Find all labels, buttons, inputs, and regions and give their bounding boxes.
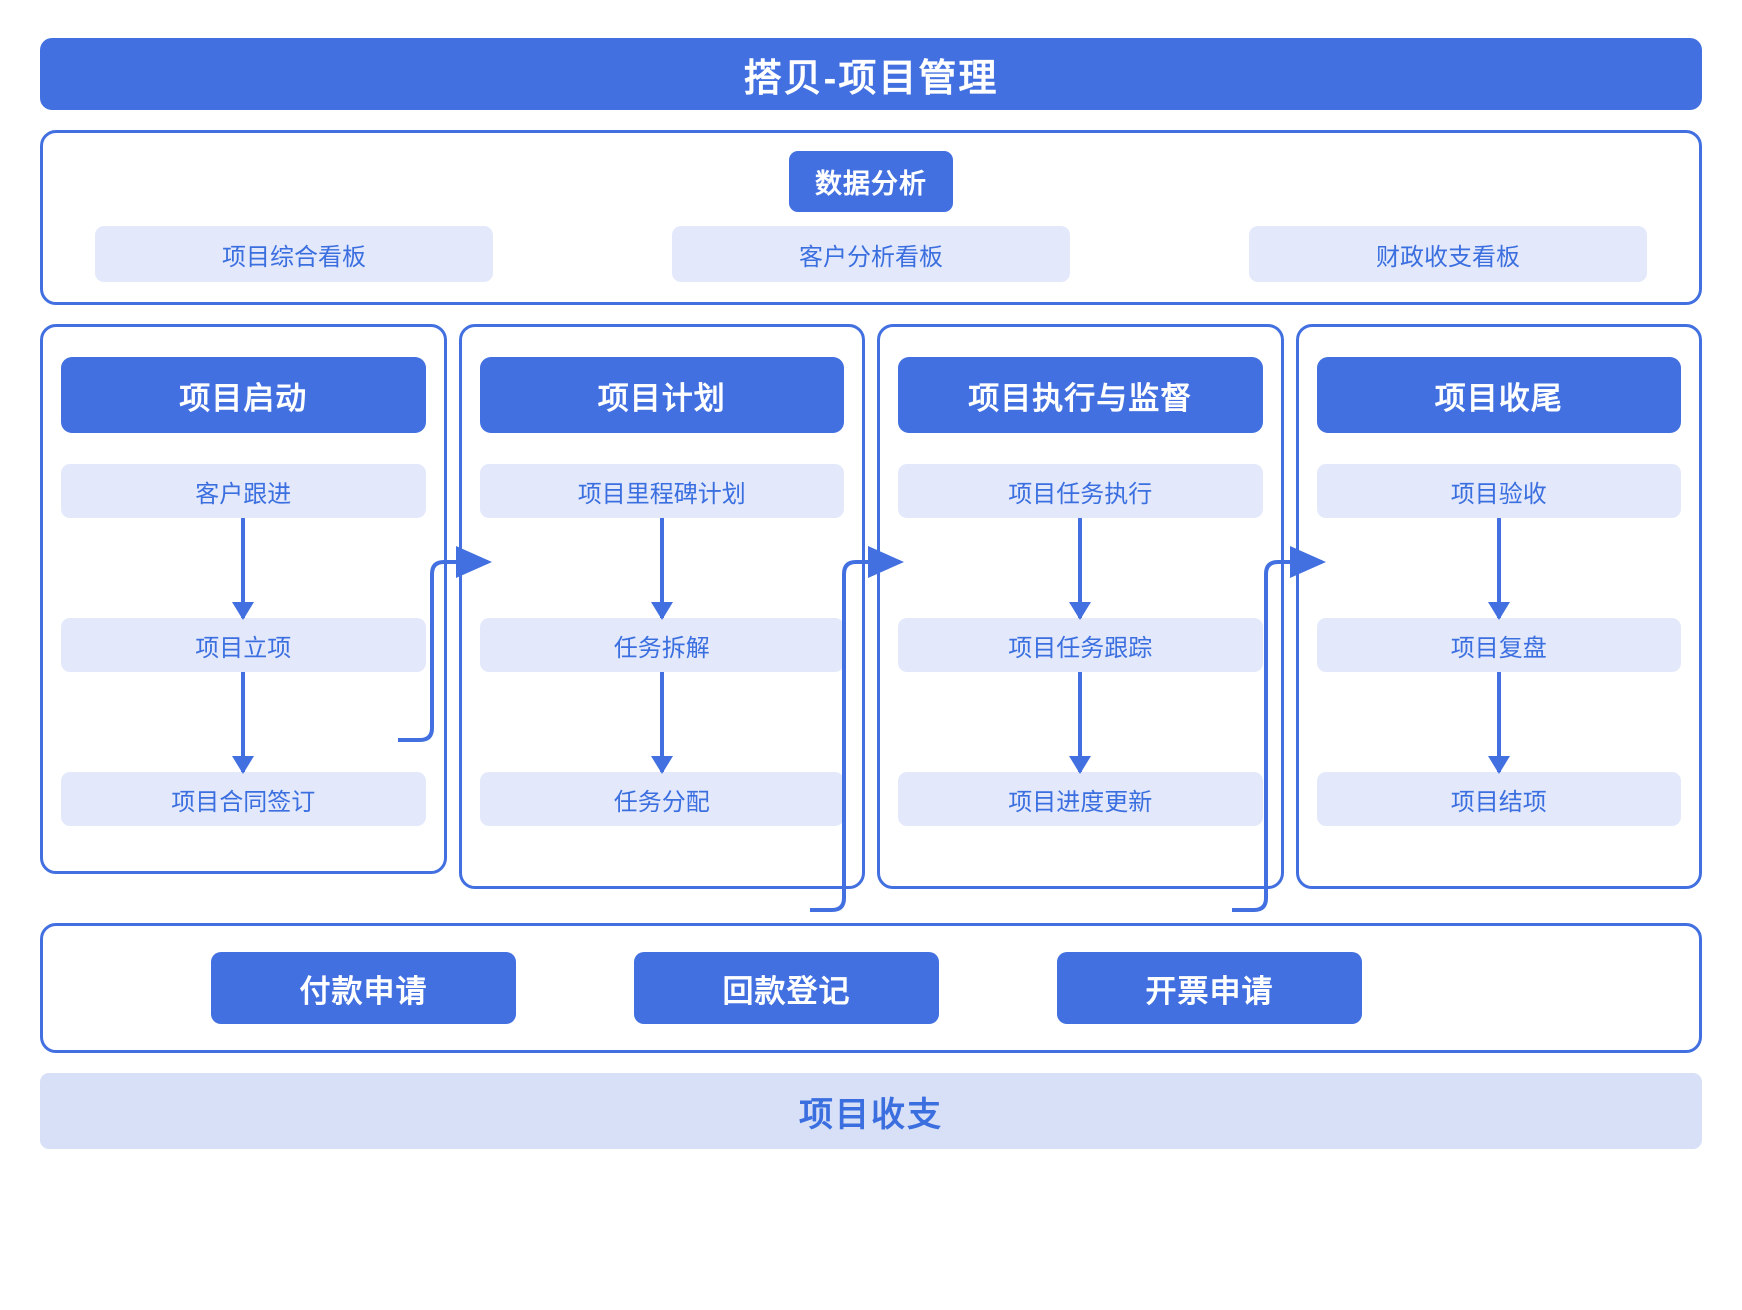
stage-header-execution-monitoring-label: 项目执行与监督 xyxy=(968,380,1193,416)
page-title-text: 搭贝-项目管理 xyxy=(743,57,999,100)
stage-column-project-planning: 项目计划 项目里程碑计划 任务拆解 任务分配 xyxy=(458,324,865,889)
invoice-request-button[interactable]: 开票申请 xyxy=(1057,952,1362,1024)
step-project-finalization-label: 项目结项 xyxy=(1450,788,1547,816)
down-arrow-icon xyxy=(1078,518,1083,618)
stage-columns: 项目启动 客户跟进 项目立项 项目合同签订 项目计划 xyxy=(40,324,1702,889)
stage-header-project-planning-label: 项目计划 xyxy=(597,380,726,416)
down-arrow-icon xyxy=(1496,518,1501,618)
payment-request-button[interactable]: 付款申请 xyxy=(211,952,516,1024)
down-arrow-icon xyxy=(1078,672,1083,772)
board-finance-income-expense-label: 财政收支看板 xyxy=(1376,243,1520,271)
step-progress-update[interactable]: 项目进度更新 xyxy=(898,772,1263,826)
stage-steps-project-closure: 项目验收 项目复盘 项目结项 xyxy=(1316,464,1682,826)
stage-column-project-initiation: 项目启动 客户跟进 项目立项 项目合同签订 xyxy=(40,324,447,874)
step-task-assignment[interactable]: 任务分配 xyxy=(479,772,844,826)
step-milestone-plan-label: 项目里程碑计划 xyxy=(577,480,746,508)
board-project-overview-label: 项目综合看板 xyxy=(222,243,366,271)
step-progress-update-label: 项目进度更新 xyxy=(1008,788,1153,816)
stage-header-project-initiation-label: 项目启动 xyxy=(179,380,308,416)
arrow-connector xyxy=(480,518,845,618)
step-milestone-plan[interactable]: 项目里程碑计划 xyxy=(479,464,844,518)
step-task-tracking[interactable]: 项目任务跟踪 xyxy=(898,618,1263,672)
arrow-connector xyxy=(480,672,845,772)
down-arrow-icon xyxy=(241,672,246,772)
step-project-acceptance-label: 项目验收 xyxy=(1450,480,1547,508)
stage-header-project-initiation: 项目启动 xyxy=(61,357,426,433)
down-arrow-icon xyxy=(659,518,664,618)
receipt-registration-button[interactable]: 回款登记 xyxy=(634,952,939,1024)
data-analysis-board-row: 项目综合看板 客户分析看板 财政收支看板 xyxy=(43,226,1699,282)
stage-column-project-closure: 项目收尾 项目验收 项目复盘 项目结项 xyxy=(1295,324,1702,889)
step-task-execution[interactable]: 项目任务执行 xyxy=(898,464,1263,518)
step-task-assignment-label: 任务分配 xyxy=(613,788,710,816)
stage-header-project-planning: 项目计划 xyxy=(479,357,844,433)
down-arrow-icon xyxy=(241,518,246,618)
step-project-review-label: 项目复盘 xyxy=(1450,634,1547,662)
data-analysis-header-label: 数据分析 xyxy=(815,169,927,199)
project-income-expense-bar[interactable]: 项目收支 xyxy=(40,1073,1702,1149)
step-task-breakdown-label: 任务拆解 xyxy=(613,634,710,662)
step-task-execution-label: 项目任务执行 xyxy=(1008,480,1153,508)
finance-actions-panel: 付款申请 回款登记 开票申请 xyxy=(40,923,1702,1053)
stage-header-execution-monitoring: 项目执行与监督 xyxy=(898,357,1263,433)
step-contract-signing[interactable]: 项目合同签订 xyxy=(61,772,426,826)
step-customer-followup[interactable]: 客户跟进 xyxy=(61,464,426,518)
step-project-approval[interactable]: 项目立项 xyxy=(61,618,426,672)
stage-steps-project-planning: 项目里程碑计划 任务拆解 任务分配 xyxy=(479,464,845,826)
down-arrow-icon xyxy=(659,672,664,772)
step-task-tracking-label: 项目任务跟踪 xyxy=(1008,634,1153,662)
board-customer-analysis-label: 客户分析看板 xyxy=(799,243,943,271)
arrow-connector xyxy=(1317,672,1682,772)
stage-column-execution-monitoring: 项目执行与监督 项目任务执行 项目任务跟踪 项目进度更新 xyxy=(877,324,1284,889)
data-analysis-header: 数据分析 xyxy=(789,151,953,212)
stage-header-project-closure-label: 项目收尾 xyxy=(1434,380,1563,416)
stage-steps-project-initiation: 客户跟进 项目立项 项目合同签订 xyxy=(61,464,426,826)
step-project-finalization[interactable]: 项目结项 xyxy=(1316,772,1681,826)
step-customer-followup-label: 客户跟进 xyxy=(195,480,292,508)
board-project-overview[interactable]: 项目综合看板 xyxy=(95,226,493,282)
step-project-review[interactable]: 项目复盘 xyxy=(1316,618,1681,672)
step-project-approval-label: 项目立项 xyxy=(195,634,292,662)
data-analysis-panel: 数据分析 项目综合看板 客户分析看板 财政收支看板 xyxy=(40,130,1702,305)
stage-header-project-closure: 项目收尾 xyxy=(1316,357,1681,433)
board-finance-income-expense[interactable]: 财政收支看板 xyxy=(1249,226,1647,282)
down-arrow-icon xyxy=(1496,672,1501,772)
arrow-connector xyxy=(61,672,426,772)
arrow-connector xyxy=(898,518,1263,618)
arrow-connector xyxy=(898,672,1263,772)
stage-steps-execution-monitoring: 项目任务执行 项目任务跟踪 项目进度更新 xyxy=(898,464,1263,826)
step-project-acceptance[interactable]: 项目验收 xyxy=(1316,464,1681,518)
board-customer-analysis[interactable]: 客户分析看板 xyxy=(672,226,1070,282)
project-income-expense-label: 项目收支 xyxy=(799,1095,943,1134)
arrow-connector xyxy=(1317,518,1682,618)
arrow-connector xyxy=(61,518,426,618)
step-contract-signing-label: 项目合同签订 xyxy=(171,788,316,816)
step-task-breakdown[interactable]: 任务拆解 xyxy=(479,618,844,672)
page-title: 搭贝-项目管理 xyxy=(40,38,1702,110)
